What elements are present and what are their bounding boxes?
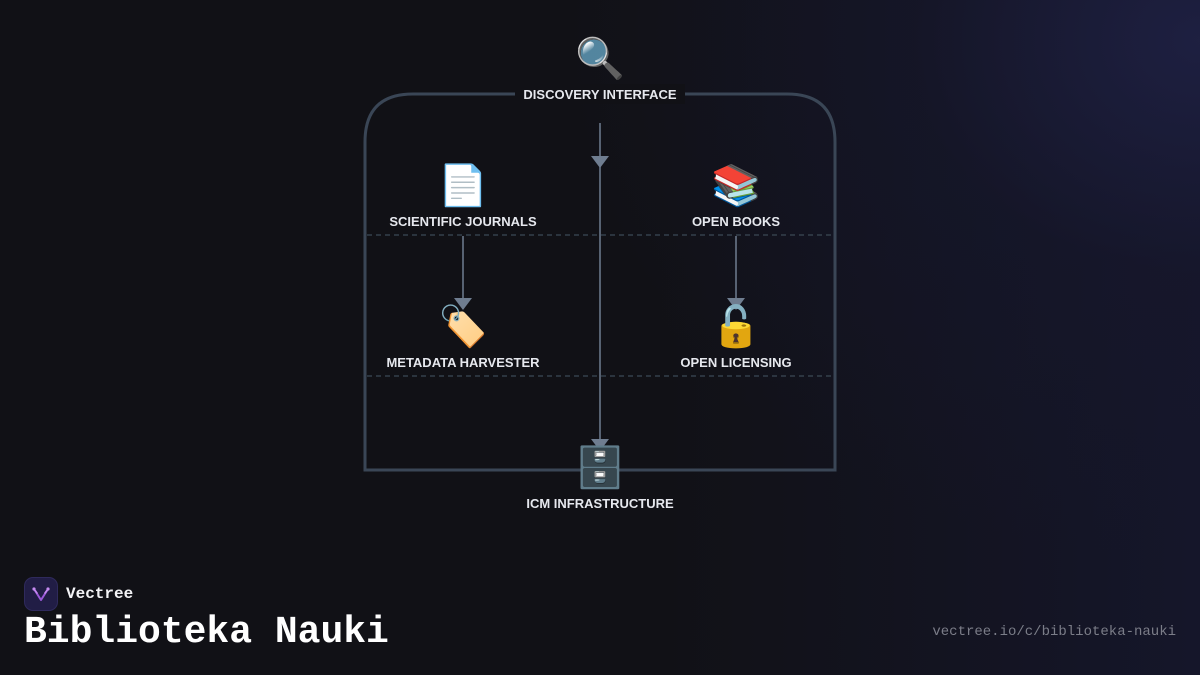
- vectree-logo-icon: [24, 577, 58, 611]
- books-icon: 📚: [711, 163, 761, 209]
- file-cabinet-icon: 🗄️: [575, 444, 625, 491]
- node-label: DISCOVERY INTERFACE: [523, 87, 676, 102]
- node-label: OPEN LICENSING: [680, 355, 791, 370]
- node-open-books[interactable]: 📚 OPEN BOOKS: [692, 163, 780, 229]
- tag-icon: 🏷️: [438, 303, 488, 350]
- node-icm-infrastructure[interactable]: 🗄️ ICM INFRASTRUCTURE: [526, 444, 674, 511]
- node-label: SCIENTIFIC JOURNALS: [389, 214, 537, 229]
- node-label: OPEN BOOKS: [692, 214, 780, 229]
- page-url[interactable]: vectree.io/c/biblioteka-nauki: [932, 624, 1176, 640]
- magnifying-glass-icon: 🔍: [575, 33, 625, 82]
- open-lock-icon: 🔓: [711, 303, 761, 350]
- architecture-diagram: 🔍 DISCOVERY INTERFACE 📄 SCIENTIFIC JOURN…: [363, 33, 837, 511]
- label-backdrop: [515, 84, 685, 104]
- brand-name: Vectree: [66, 585, 134, 603]
- label-backdrop: [520, 489, 680, 509]
- node-label: ICM INFRASTRUCTURE: [526, 496, 674, 511]
- brand[interactable]: Vectree: [24, 577, 133, 611]
- node-scientific-journals[interactable]: 📄 SCIENTIFIC JOURNALS: [389, 162, 537, 229]
- node-open-licensing[interactable]: 🔓 OPEN LICENSING: [680, 303, 791, 370]
- node-discovery-interface[interactable]: 🔍 DISCOVERY INTERFACE: [523, 33, 676, 102]
- diagram-container: [363, 92, 837, 472]
- document-icon: 📄: [438, 162, 488, 209]
- node-label: METADATA HARVESTER: [386, 355, 540, 370]
- node-metadata-harvester[interactable]: 🏷️ METADATA HARVESTER: [386, 303, 540, 370]
- page-title: Biblioteka Nauki: [24, 611, 389, 654]
